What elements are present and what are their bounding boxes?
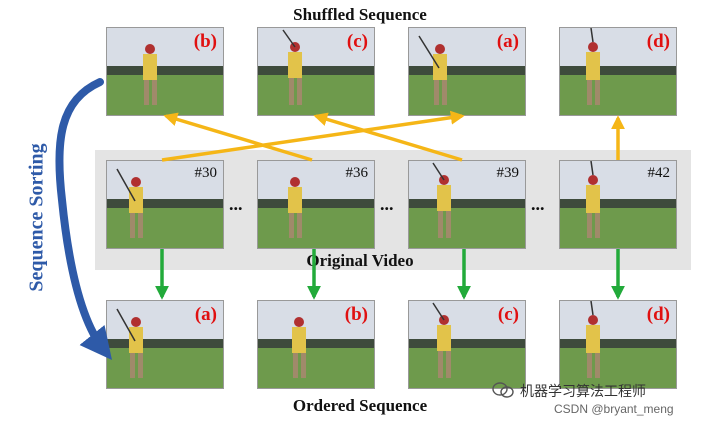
shuffle-arrow-30-to-a bbox=[161, 110, 465, 162]
ordered-frame-3: (c) bbox=[408, 300, 526, 389]
golfer-frame-image bbox=[258, 28, 374, 115]
golfer-frame-image bbox=[560, 161, 676, 248]
frame-label: (d) bbox=[646, 304, 670, 325]
shuffle-arrow-36-to-b bbox=[163, 112, 313, 162]
golfer-frame-image bbox=[560, 301, 676, 388]
ordered-frame-1: (a) bbox=[106, 300, 224, 389]
ordered-frame-4: (d) bbox=[559, 300, 677, 389]
ellipsis-3: ... bbox=[531, 194, 545, 214]
original-frame-3: #39 bbox=[408, 160, 526, 249]
ordered-frame-2: (b) bbox=[257, 300, 375, 389]
frame-label: (a) bbox=[194, 304, 217, 325]
frame-label: (b) bbox=[344, 304, 368, 325]
ellipsis-2: ... bbox=[380, 194, 394, 214]
sorting-curved-arrow bbox=[55, 78, 112, 361]
original-frame-2: #36 bbox=[257, 160, 375, 249]
original-frame-4: #42 bbox=[559, 160, 677, 249]
original-frame-1: #30 bbox=[106, 160, 224, 249]
watermark-csdn: CSDN @bryant_meng bbox=[554, 402, 674, 416]
frame-label: (c) bbox=[346, 31, 368, 52]
title-ordered: Ordered Sequence bbox=[292, 396, 428, 415]
frame-label: (c) bbox=[497, 304, 519, 325]
shuffled-frame-4: (d) bbox=[559, 27, 677, 116]
watermark-title: 机器学习算法工程师 bbox=[520, 383, 646, 399]
golfer-frame-image bbox=[409, 301, 525, 388]
golfer-frame-image bbox=[107, 28, 223, 115]
frame-label: (d) bbox=[646, 31, 670, 52]
sequence-sorting-label: Sequence Sorting bbox=[25, 143, 48, 292]
ellipsis-1: ... bbox=[229, 194, 243, 214]
golfer-frame-image bbox=[560, 28, 676, 115]
golfer-frame-image bbox=[409, 28, 525, 115]
frame-label: (a) bbox=[496, 31, 519, 52]
shuffled-frame-3: (a) bbox=[408, 27, 526, 116]
frame-number: #42 bbox=[647, 165, 671, 181]
frame-number: #30 bbox=[194, 165, 218, 181]
title-shuffled: Shuffled Sequence bbox=[293, 5, 427, 24]
frame-number: #36 bbox=[345, 165, 369, 181]
golfer-frame-image bbox=[258, 161, 374, 248]
shuffled-frame-1: (b) bbox=[106, 27, 224, 116]
frame-label: (b) bbox=[193, 31, 217, 52]
golfer-frame-image bbox=[409, 161, 525, 248]
golfer-frame-image bbox=[107, 161, 223, 248]
shuffle-arrow-39-to-c bbox=[313, 112, 463, 162]
frame-number: #39 bbox=[496, 165, 520, 181]
title-original: Original Video bbox=[306, 251, 414, 270]
wechat-icon bbox=[492, 381, 514, 399]
shuffled-frame-2: (c) bbox=[257, 27, 375, 116]
golfer-frame-image bbox=[258, 301, 374, 388]
golfer-frame-image bbox=[107, 301, 223, 388]
